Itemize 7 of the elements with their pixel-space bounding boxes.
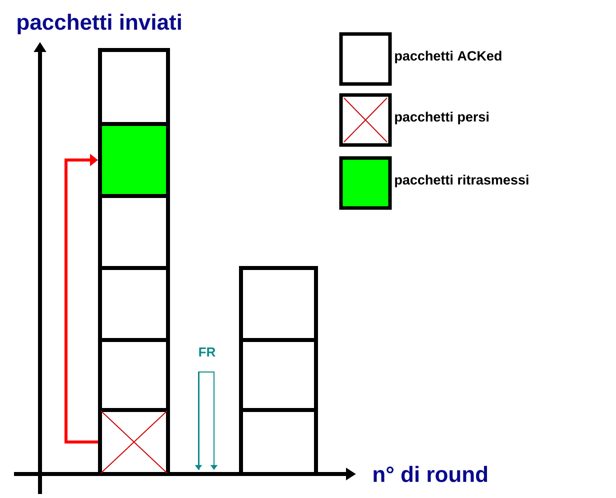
axis-title: n° di round [374, 466, 488, 482]
annotation-label: FR [199, 348, 216, 356]
legend-label: pacchetti ritrasmessi [395, 174, 528, 188]
lost-packet-box [98, 408, 170, 476]
arrow [64, 154, 98, 444]
legend-label: pacchetti persi [395, 112, 488, 124]
legend-label: pacchetti ACKed [395, 50, 502, 64]
